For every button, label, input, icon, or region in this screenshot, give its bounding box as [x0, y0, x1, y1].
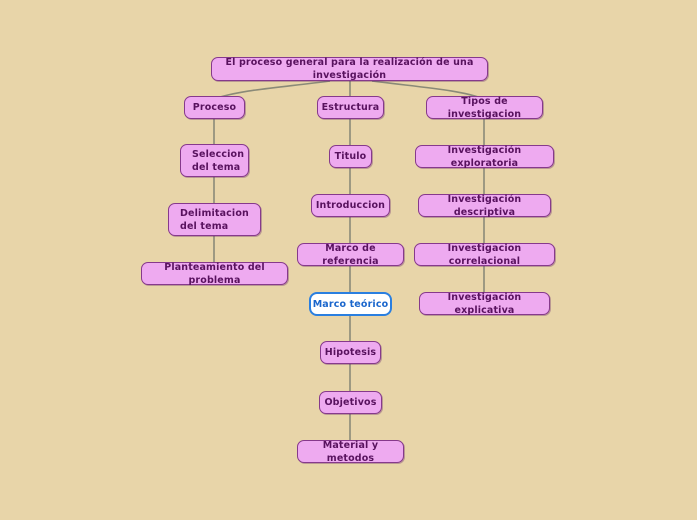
- node-material-y-metodos[interactable]: Material y metodos: [297, 439, 404, 464]
- node-root[interactable]: El proceso general para la realización d…: [211, 57, 488, 81]
- node-hipotesis[interactable]: Hipotesis: [320, 341, 381, 364]
- node-planteamiento-del-problema[interactable]: Planteamiento del problema: [141, 261, 288, 286]
- node-tipos-de-investigacion[interactable]: Tipos de investigacion: [426, 95, 543, 120]
- node-investigacion-descriptiva-label: Investigación descriptiva: [447, 193, 522, 218]
- node-investigacion-correlacional[interactable]: Investigacion correlacional: [414, 242, 555, 267]
- node-investigacion-exploratoria-label: Investigación exploratoria: [447, 144, 522, 169]
- node-objetivos-label: Objetivos: [324, 397, 377, 408]
- node-hipotesis-label: Hipotesis: [324, 347, 377, 358]
- node-marco-teorico-label: Marco teórico: [312, 298, 389, 310]
- node-investigacion-explicativa[interactable]: Investigación explicativa: [419, 291, 550, 316]
- node-seleccion-del-tema[interactable]: Seleccion del tema: [180, 144, 249, 177]
- node-seleccion-del-tema-label: Seleccion del tema: [192, 148, 245, 173]
- node-objetivos[interactable]: Objetivos: [319, 391, 382, 414]
- node-titulo-label: Titulo: [334, 151, 367, 162]
- node-investigacion-correlacional-label: Investigacion correlacional: [447, 242, 522, 267]
- node-estructura[interactable]: Estructura: [317, 96, 384, 119]
- node-investigacion-descriptiva[interactable]: Investigación descriptiva: [418, 193, 551, 218]
- node-titulo[interactable]: Titulo: [329, 145, 372, 168]
- node-tipos-de-investigacion-label: Tipos de investigacion: [447, 95, 522, 120]
- node-introduccion-label: Introduccion: [315, 200, 386, 211]
- node-estructura-label: Estructura: [321, 102, 380, 113]
- node-marco-de-referencia-label: Marco de referencia: [322, 242, 379, 267]
- node-delimitacion-del-tema[interactable]: Delimitacion del tema: [168, 203, 261, 236]
- node-marco-teorico[interactable]: Marco teórico: [309, 292, 392, 316]
- node-proceso-label: Proceso: [192, 102, 237, 113]
- node-marco-de-referencia[interactable]: Marco de referencia: [297, 242, 404, 267]
- node-planteamiento-del-problema-label: Planteamiento del problema: [164, 261, 265, 286]
- node-proceso[interactable]: Proceso: [184, 96, 245, 119]
- node-delimitacion-del-tema-label: Delimitacion del tema: [180, 207, 249, 232]
- node-investigacion-exploratoria[interactable]: Investigación exploratoria: [415, 144, 554, 169]
- node-root-label: El proceso general para la realización d…: [225, 57, 474, 81]
- node-material-y-metodos-label: Material y metodos: [322, 439, 379, 464]
- node-introduccion[interactable]: Introduccion: [311, 194, 390, 217]
- node-investigacion-explicativa-label: Investigación explicativa: [447, 291, 522, 316]
